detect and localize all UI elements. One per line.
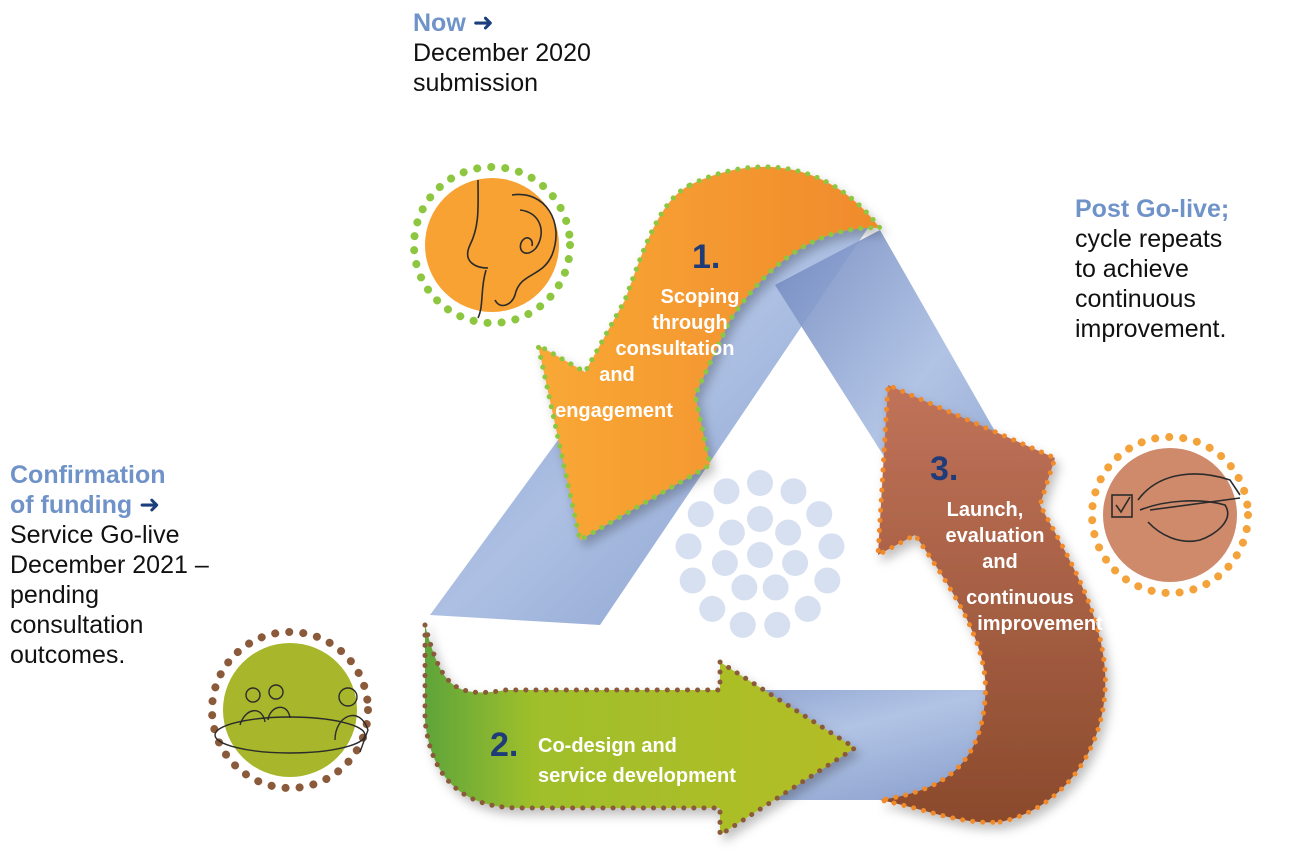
people-meeting-icon bbox=[208, 628, 372, 792]
step-2-arrow bbox=[422, 624, 860, 840]
cluster-dot bbox=[729, 611, 756, 638]
now-line: submission bbox=[413, 69, 539, 97]
cluster-dot bbox=[782, 550, 809, 577]
step-3-arrow bbox=[875, 381, 1108, 825]
step-3-text-line: evaluation bbox=[946, 525, 1045, 547]
funding-line: outcomes. bbox=[10, 641, 126, 669]
step-2-label: 2. Co-design and service development bbox=[490, 726, 736, 787]
step-3-text-line: Launch, bbox=[947, 499, 1024, 521]
cluster-dot bbox=[764, 611, 791, 638]
post-golive-line: continuous bbox=[1075, 285, 1196, 313]
step-3-label: 3. Launch, evaluation and continuous imp… bbox=[930, 450, 1103, 635]
cluster-dot bbox=[747, 470, 773, 496]
funding-line: consultation bbox=[10, 611, 144, 639]
funding-line: Service Go-live bbox=[10, 521, 180, 549]
step-1-text-line: and bbox=[599, 364, 635, 386]
step-3-text-line: continuous bbox=[966, 587, 1074, 609]
cluster-dot bbox=[762, 574, 789, 601]
step-1-number: 1. bbox=[692, 238, 720, 276]
step-2-number: 2. bbox=[490, 726, 518, 764]
ear-icon bbox=[410, 163, 574, 327]
cluster-dot bbox=[711, 550, 738, 577]
step-3-text-line: improvement bbox=[977, 613, 1103, 635]
post-golive-line: to achieve bbox=[1075, 255, 1189, 283]
funding-heading-line: of funding bbox=[10, 491, 133, 519]
cluster-dot bbox=[806, 501, 833, 528]
now-note: Now ➜ December 2020 submission bbox=[413, 8, 591, 98]
cluster-dot bbox=[814, 567, 841, 594]
cluster-dot bbox=[679, 567, 706, 594]
cluster-dot bbox=[713, 478, 740, 505]
funding-line: December 2021 – bbox=[10, 551, 209, 579]
right-arrow-icon: ➜ bbox=[472, 9, 494, 37]
cluster-dot bbox=[818, 533, 845, 560]
step-1-text-line: engagement bbox=[555, 400, 673, 422]
center-dot-cluster bbox=[675, 470, 845, 638]
cluster-dot bbox=[675, 533, 702, 560]
post-golive-note: Post Go-live; cycle repeats to achieve c… bbox=[1075, 194, 1229, 344]
step-3-text-line: and bbox=[982, 551, 1018, 573]
cluster-dot bbox=[699, 595, 726, 622]
cluster-dot bbox=[794, 595, 821, 622]
step-3-number: 3. bbox=[930, 450, 958, 488]
step-2-text-line: service development bbox=[538, 765, 736, 787]
post-golive-line: cycle repeats bbox=[1075, 225, 1223, 253]
step-1-label: 1. Scoping through consultation and enga… bbox=[555, 238, 739, 422]
post-golive-heading: Post Go-live; bbox=[1075, 195, 1230, 223]
cluster-dot bbox=[747, 506, 773, 532]
cluster-dot bbox=[687, 501, 714, 528]
funding-heading-line: Confirmation bbox=[10, 461, 166, 489]
cluster-dot bbox=[775, 519, 802, 546]
cluster-dot bbox=[718, 519, 745, 546]
cluster-dot bbox=[747, 542, 773, 568]
cluster-dot bbox=[780, 478, 807, 505]
step-1-arrow bbox=[534, 164, 886, 544]
funding-line: pending bbox=[10, 581, 99, 609]
hand-ticking-checkbox-icon bbox=[1088, 433, 1252, 597]
step-1-text-line: through bbox=[652, 312, 728, 334]
now-line: December 2020 bbox=[413, 39, 591, 67]
cluster-dot bbox=[731, 574, 758, 601]
post-golive-line: improvement. bbox=[1075, 315, 1227, 343]
funding-note: Confirmation of funding ➜ Service Go-liv… bbox=[10, 460, 209, 670]
step-2-text-line: Co-design and bbox=[538, 735, 677, 757]
step-1-text-line: consultation bbox=[616, 338, 735, 360]
right-arrow-icon: ➜ bbox=[139, 491, 161, 519]
now-heading: Now bbox=[413, 9, 466, 37]
step-1-text-line: Scoping bbox=[661, 286, 740, 308]
